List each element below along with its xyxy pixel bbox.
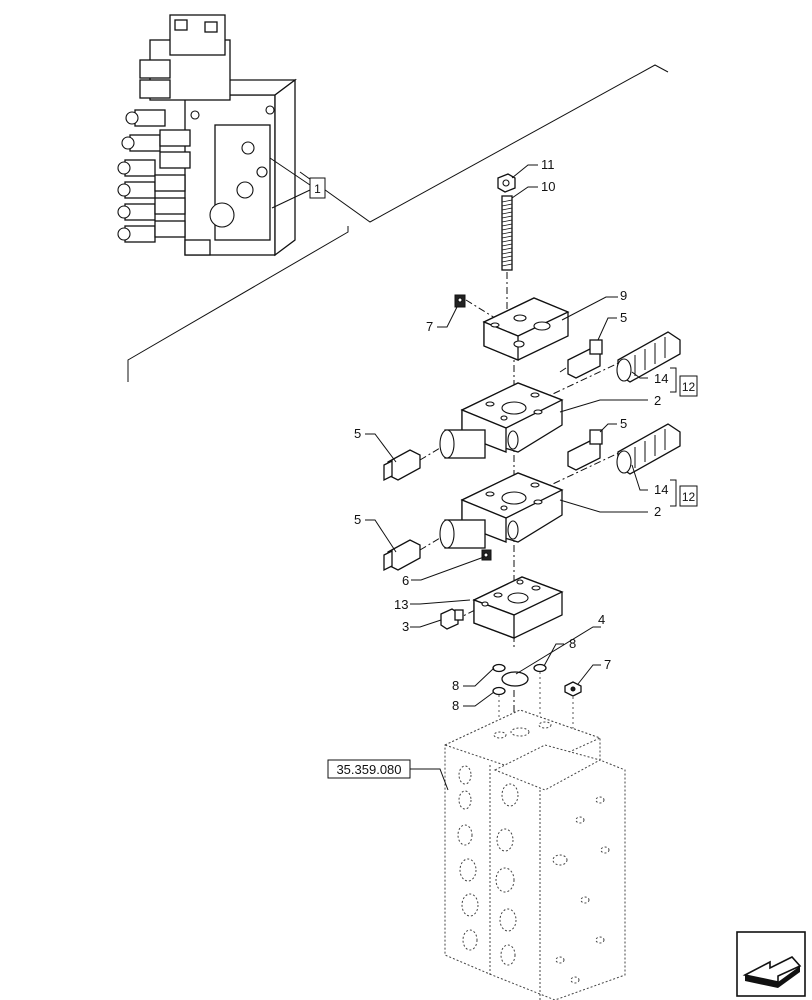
callout-2-lower: 2	[654, 504, 661, 519]
rod-thread-line	[501, 247, 513, 251]
spool-upper	[616, 331, 681, 383]
cover	[482, 297, 570, 361]
rod-thread-line	[501, 235, 513, 239]
rod-thread-line	[501, 239, 513, 243]
screw-lower	[564, 681, 582, 697]
o-ring-small-upper	[492, 663, 506, 673]
callout-5-lower-right: 5	[620, 416, 627, 431]
o-ring-small-right	[533, 663, 547, 673]
rod-thread-line	[501, 223, 513, 227]
callout-7-lower: 7	[604, 657, 611, 672]
callout-5-upper-left: 5	[354, 426, 361, 441]
valve-upper-right	[559, 339, 603, 379]
callout-9: 9	[620, 288, 627, 303]
rod-thread-line	[501, 199, 513, 203]
rod-thread-line	[501, 227, 513, 231]
control-valve-assembly-overview	[117, 14, 297, 257]
callout-14-upper: 14	[654, 371, 668, 386]
callout-12-upper: 12	[682, 380, 696, 394]
callout-6: 6	[402, 573, 409, 588]
centerline-spool-upper	[539, 359, 626, 401]
nut	[497, 173, 516, 193]
valve-upper-left	[383, 449, 421, 482]
spool-lower	[616, 423, 681, 475]
rod-thread-line	[501, 207, 513, 211]
callout-box-12-lower	[679, 485, 698, 507]
plug	[440, 608, 464, 630]
rod-thread-line	[501, 203, 513, 207]
plug-small	[481, 549, 492, 561]
callout-5-lower-left: 5	[354, 512, 361, 527]
callout-box-1	[309, 177, 326, 199]
callout-8-lower-left: 8	[452, 698, 459, 713]
centerline-screw7	[465, 299, 496, 319]
callout-8-upper-left: 8	[452, 678, 459, 693]
callout-8-right: 8	[569, 636, 576, 651]
rod-thread-line	[501, 251, 513, 255]
threaded-rod	[501, 195, 513, 271]
main-valve-body	[443, 709, 626, 1000]
callout-12-lower: 12	[682, 490, 696, 504]
o-ring-large	[501, 671, 529, 687]
callout-10: 10	[541, 179, 555, 194]
next-page-arrow-icon[interactable]	[736, 931, 806, 997]
valve-lower-left	[383, 539, 421, 572]
reference-label: 35.359.080	[336, 762, 401, 777]
callout-box-12-upper	[679, 375, 698, 397]
rod-thread-line	[501, 219, 513, 223]
callout-2-upper: 2	[654, 393, 661, 408]
bracket-12-upper	[670, 367, 677, 393]
valve-section-upper	[439, 382, 564, 459]
callout-13: 13	[394, 597, 408, 612]
screw-upper	[454, 294, 466, 308]
reference-box	[327, 759, 411, 779]
rod-thread-line	[501, 255, 513, 259]
end-plate	[472, 576, 564, 639]
rod-thread-line	[501, 263, 513, 267]
valve-lower-right	[567, 429, 603, 471]
valve-section-lower	[439, 472, 564, 549]
callout-14-lower: 14	[654, 482, 668, 497]
callout-1: 1	[314, 182, 321, 196]
callout-4: 4	[598, 612, 605, 627]
o-ring-small-lower	[492, 686, 506, 696]
rod-thread-line	[501, 231, 513, 235]
view-frame-lines	[127, 64, 669, 382]
callout-5-upper-right: 5	[620, 310, 627, 325]
rod-thread-line	[501, 215, 513, 219]
callout-11: 11	[541, 157, 555, 172]
rod-thread-line	[501, 211, 513, 215]
callout-7-upper: 7	[426, 319, 433, 334]
bracket-12-lower	[670, 479, 677, 507]
callout-3: 3	[402, 619, 409, 634]
rod-thread-line	[501, 243, 513, 247]
leader-lines	[365, 164, 648, 791]
rod-thread-line	[501, 259, 513, 263]
centerline-spool-lower	[539, 449, 626, 491]
